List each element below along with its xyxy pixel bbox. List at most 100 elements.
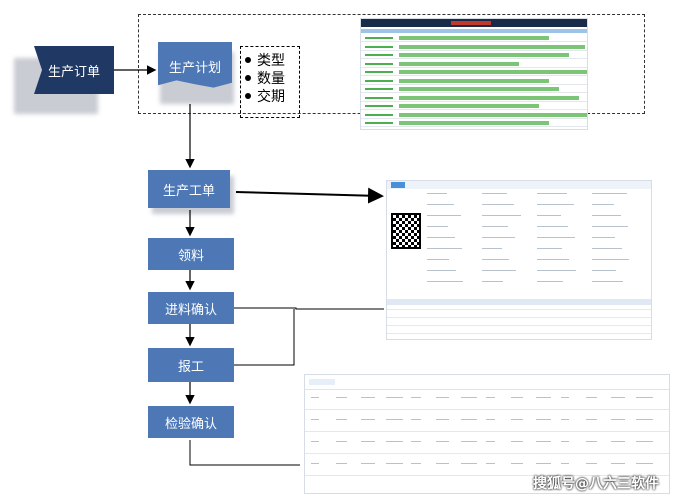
table-cell [536, 441, 551, 442]
pick-label: 领料 [177, 248, 204, 264]
table-cell [361, 397, 375, 398]
gantt-row-label [365, 113, 393, 116]
table-row [305, 475, 669, 476]
pick-node: 领料 [148, 238, 234, 270]
table-cell [586, 441, 597, 442]
gantt-row-divider [361, 126, 587, 127]
form-field-line [482, 270, 516, 271]
table-cell [311, 397, 319, 398]
form-field-line [427, 204, 454, 205]
attr-quantity: 数量 [245, 69, 285, 87]
form-field-line [482, 259, 509, 260]
gantt-bar [399, 61, 519, 66]
gantt-row-label [365, 88, 393, 90]
table-cell [411, 397, 421, 398]
attr-due-date: 交期 [245, 87, 285, 105]
qr-code [391, 213, 421, 249]
table-cell [636, 397, 653, 398]
table-cell [436, 397, 449, 398]
gantt-bar [399, 104, 539, 108]
gantt-bar [399, 36, 549, 40]
form-field-line [482, 193, 507, 194]
table-cell [611, 463, 625, 464]
table-cell [486, 397, 495, 398]
form-field-line [537, 237, 575, 238]
form-field-line [537, 193, 567, 194]
table-cell [536, 397, 551, 398]
table-row [387, 309, 651, 310]
table-cell [636, 441, 653, 442]
table-cell [611, 419, 625, 420]
table-cell [411, 441, 421, 442]
form-field-line [537, 248, 562, 249]
table-cell [461, 463, 477, 464]
form-field-line [592, 226, 628, 227]
table-cell [386, 419, 403, 420]
gantt-row-label [365, 37, 393, 39]
table-row [387, 325, 651, 326]
arrow-workorder-to-screenshot [235, 187, 384, 204]
watermark: 搜狐号@八六三软件 [533, 476, 659, 492]
form-field-line [427, 259, 449, 260]
gantt-row-label [365, 54, 393, 56]
table-cell [611, 441, 625, 442]
table-cell [361, 441, 375, 442]
gantt-bar [399, 70, 587, 74]
gantt-row-divider [361, 58, 587, 59]
form-field-line [482, 215, 521, 216]
report-label: 报工 [177, 359, 204, 375]
form-field-line [482, 237, 515, 238]
table-cell [336, 463, 347, 464]
table-cell [436, 441, 449, 442]
form-field-line [537, 281, 563, 282]
gantt-bar [399, 53, 569, 57]
form-field-line [537, 259, 569, 260]
table-cell [461, 441, 477, 442]
form-field-line [592, 193, 627, 194]
table-cell [511, 441, 523, 442]
table-cell [386, 441, 403, 442]
table-cell [511, 397, 523, 398]
work-order-screenshot [386, 180, 652, 340]
table-row [305, 453, 669, 454]
attr-type: 类型 [245, 51, 285, 69]
gantt-row-divider [361, 83, 587, 85]
form-field-line [592, 237, 615, 238]
table-cell [436, 419, 449, 420]
form-field-line [427, 270, 456, 271]
gantt-row-divider [361, 92, 587, 93]
form-field-line [427, 248, 462, 249]
table-cell [586, 397, 597, 398]
table-cell [561, 419, 569, 420]
form-field-line [537, 270, 576, 271]
gantt-bar [399, 44, 585, 49]
table-cell [561, 397, 569, 398]
form-field-line [592, 259, 629, 260]
table-cell [511, 463, 523, 464]
form-field-line [427, 237, 455, 238]
gantt-bar [399, 87, 559, 91]
inspection-screenshot [304, 374, 670, 494]
table-cell [611, 397, 625, 398]
report-node: 报工 [148, 348, 234, 382]
form-field-line [482, 281, 503, 282]
table-cell [511, 419, 523, 420]
table-cell [311, 463, 319, 464]
table-cell [386, 463, 403, 464]
table-cell [586, 463, 597, 464]
table-cell [311, 419, 319, 420]
form-field-line [482, 248, 502, 249]
table-row [305, 409, 669, 410]
form-field-line [427, 193, 447, 194]
gantt-row-divider [361, 117, 587, 119]
table-row [387, 317, 651, 318]
gantt-bar [399, 78, 549, 83]
form-field-line [482, 204, 514, 205]
table-cell [561, 441, 569, 442]
table-cell [486, 463, 495, 464]
gantt-row-divider [361, 49, 587, 51]
form-field-line [592, 270, 616, 271]
table-cell [336, 397, 347, 398]
table-cell [536, 463, 551, 464]
production-order-node: 生产订单 [34, 46, 114, 94]
